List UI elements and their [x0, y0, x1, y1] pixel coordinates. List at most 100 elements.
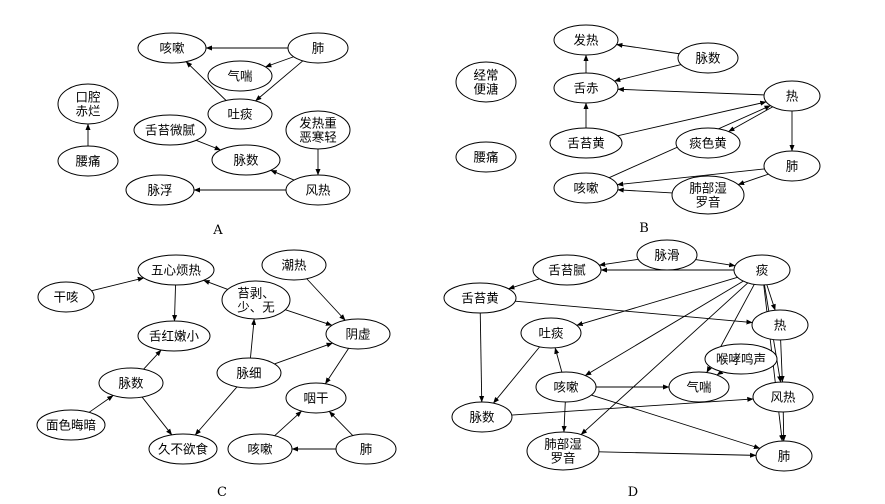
node-d-fre: 风热 [752, 381, 814, 413]
node-label: 腰痛 [75, 154, 100, 169]
panel-c: C [88, 276, 354, 500]
node-d-fei: 肺 [755, 440, 813, 472]
node-a-stwn: 舌苔微腻 [133, 114, 207, 146]
node-label: 吐痰 [227, 107, 253, 122]
node-a-fei: 肺 [287, 32, 349, 64]
node-ellipse [57, 83, 119, 125]
node-ellipse [335, 433, 397, 465]
node-label: 气喘 [686, 380, 711, 395]
node-label: 恶寒轻 [299, 130, 337, 145]
node-ellipse [755, 440, 813, 472]
edge-tb-to-yx [285, 309, 333, 326]
node-b-re: 热 [763, 80, 821, 112]
node-label: 热 [786, 89, 799, 104]
edge-tt-to-ms [493, 346, 540, 404]
node-d-sth: 舌苔黄 [443, 282, 517, 314]
node-c-gk: 干咳 [37, 281, 95, 313]
node-a-fre: 风热 [285, 174, 351, 206]
edge-fei-to-tt [255, 60, 304, 102]
edge-re-to-fre [779, 339, 785, 383]
node-ellipse [133, 114, 207, 146]
node-label: 潮热 [281, 258, 307, 273]
edges-panel-a [85, 45, 321, 193]
edge-sth-to-re [515, 300, 753, 325]
node-b-ks: 咳嗽 [553, 172, 619, 204]
node-ellipse [285, 382, 347, 414]
edges-panel-b [583, 42, 795, 194]
edge-re-to-tsh [728, 106, 773, 132]
node-ellipse [285, 174, 351, 206]
edge-re-to-sc [617, 86, 765, 96]
node-ellipse [549, 127, 623, 159]
panel-label-d: D [628, 485, 638, 500]
node-d-qc: 气喘 [668, 371, 730, 403]
node-c-ms: 脉数 [98, 367, 164, 399]
node-ellipse [137, 320, 211, 352]
nodes-layer: 咳嗽肺气喘吐痰口腔赤烂腰痛舌苔微腻发热重恶寒轻脉数脉浮风热发热脉数经常便溏舌赤热… [36, 24, 821, 472]
node-b-fr: 发热 [553, 24, 619, 56]
edge-ms-to-fr [616, 42, 680, 55]
edges-panel-c [88, 276, 354, 452]
node-label: 舌赤 [573, 81, 598, 96]
node-label: 肺部湿 [544, 437, 582, 452]
node-b-sc: 舌赤 [553, 72, 619, 104]
node-a-tt: 吐痰 [207, 98, 273, 130]
node-ellipse [763, 80, 821, 112]
node-label: 脉数 [469, 410, 495, 425]
edge-ms2-to-stn [598, 258, 639, 267]
node-c-sh: 舌红嫩小 [137, 320, 211, 352]
panel-a: A [85, 45, 321, 238]
node-label: 赤烂 [75, 104, 100, 119]
panel-label-b: B [639, 221, 649, 236]
node-ellipse [677, 42, 739, 74]
node-c-wx: 五心烦热 [137, 254, 215, 286]
edge-tan-to-fbs [580, 282, 749, 435]
node-ellipse [137, 254, 215, 286]
node-label: 面色晦暗 [46, 418, 96, 433]
node-ellipse [227, 433, 293, 465]
node-b-fei: 肺 [763, 150, 821, 182]
edge-fei-to-qc [265, 56, 294, 68]
edge-ms-to-jb [141, 396, 173, 436]
edge-hx-to-qc [716, 369, 724, 376]
edge-fre-to-ms [270, 169, 295, 181]
node-ellipse [451, 401, 513, 433]
node-ellipse [520, 317, 582, 349]
node-ellipse [553, 172, 619, 204]
node-ellipse [675, 127, 741, 159]
node-label: 风热 [770, 390, 796, 405]
node-d-ms2: 脉滑 [636, 239, 698, 271]
node-b-ms: 脉数 [677, 42, 739, 74]
edges-panel-d [479, 258, 787, 458]
node-ellipse [36, 409, 106, 441]
node-ellipse [285, 110, 351, 150]
edge-ks-to-fei [591, 394, 761, 449]
node-c-mx: 脉细 [216, 357, 282, 389]
node-a-ks: 咳嗽 [137, 32, 207, 64]
node-ellipse [553, 72, 619, 104]
edge-stwn-to-ms [195, 139, 221, 151]
node-ellipse [532, 254, 602, 286]
edge-tan-to-tt [576, 276, 738, 327]
edge-mx-to-tb [249, 318, 257, 359]
node-ellipse [455, 61, 517, 103]
edge-ms2-to-tan [695, 259, 736, 268]
node-label: 五心烦热 [151, 263, 202, 278]
node-label: 咽干 [303, 391, 328, 406]
edge-fei-to-fbs [737, 173, 769, 186]
node-label: 风热 [305, 183, 331, 198]
node-ellipse [207, 98, 273, 130]
edge-ms-to-sh [143, 349, 162, 370]
node-label: 发热 [573, 33, 599, 48]
edge-gk-to-wx [91, 276, 145, 292]
node-ellipse [752, 381, 814, 413]
node-ellipse [751, 309, 809, 341]
node-ellipse [287, 32, 349, 64]
edge-tan-to-ks [584, 280, 744, 376]
node-ellipse [443, 282, 517, 314]
